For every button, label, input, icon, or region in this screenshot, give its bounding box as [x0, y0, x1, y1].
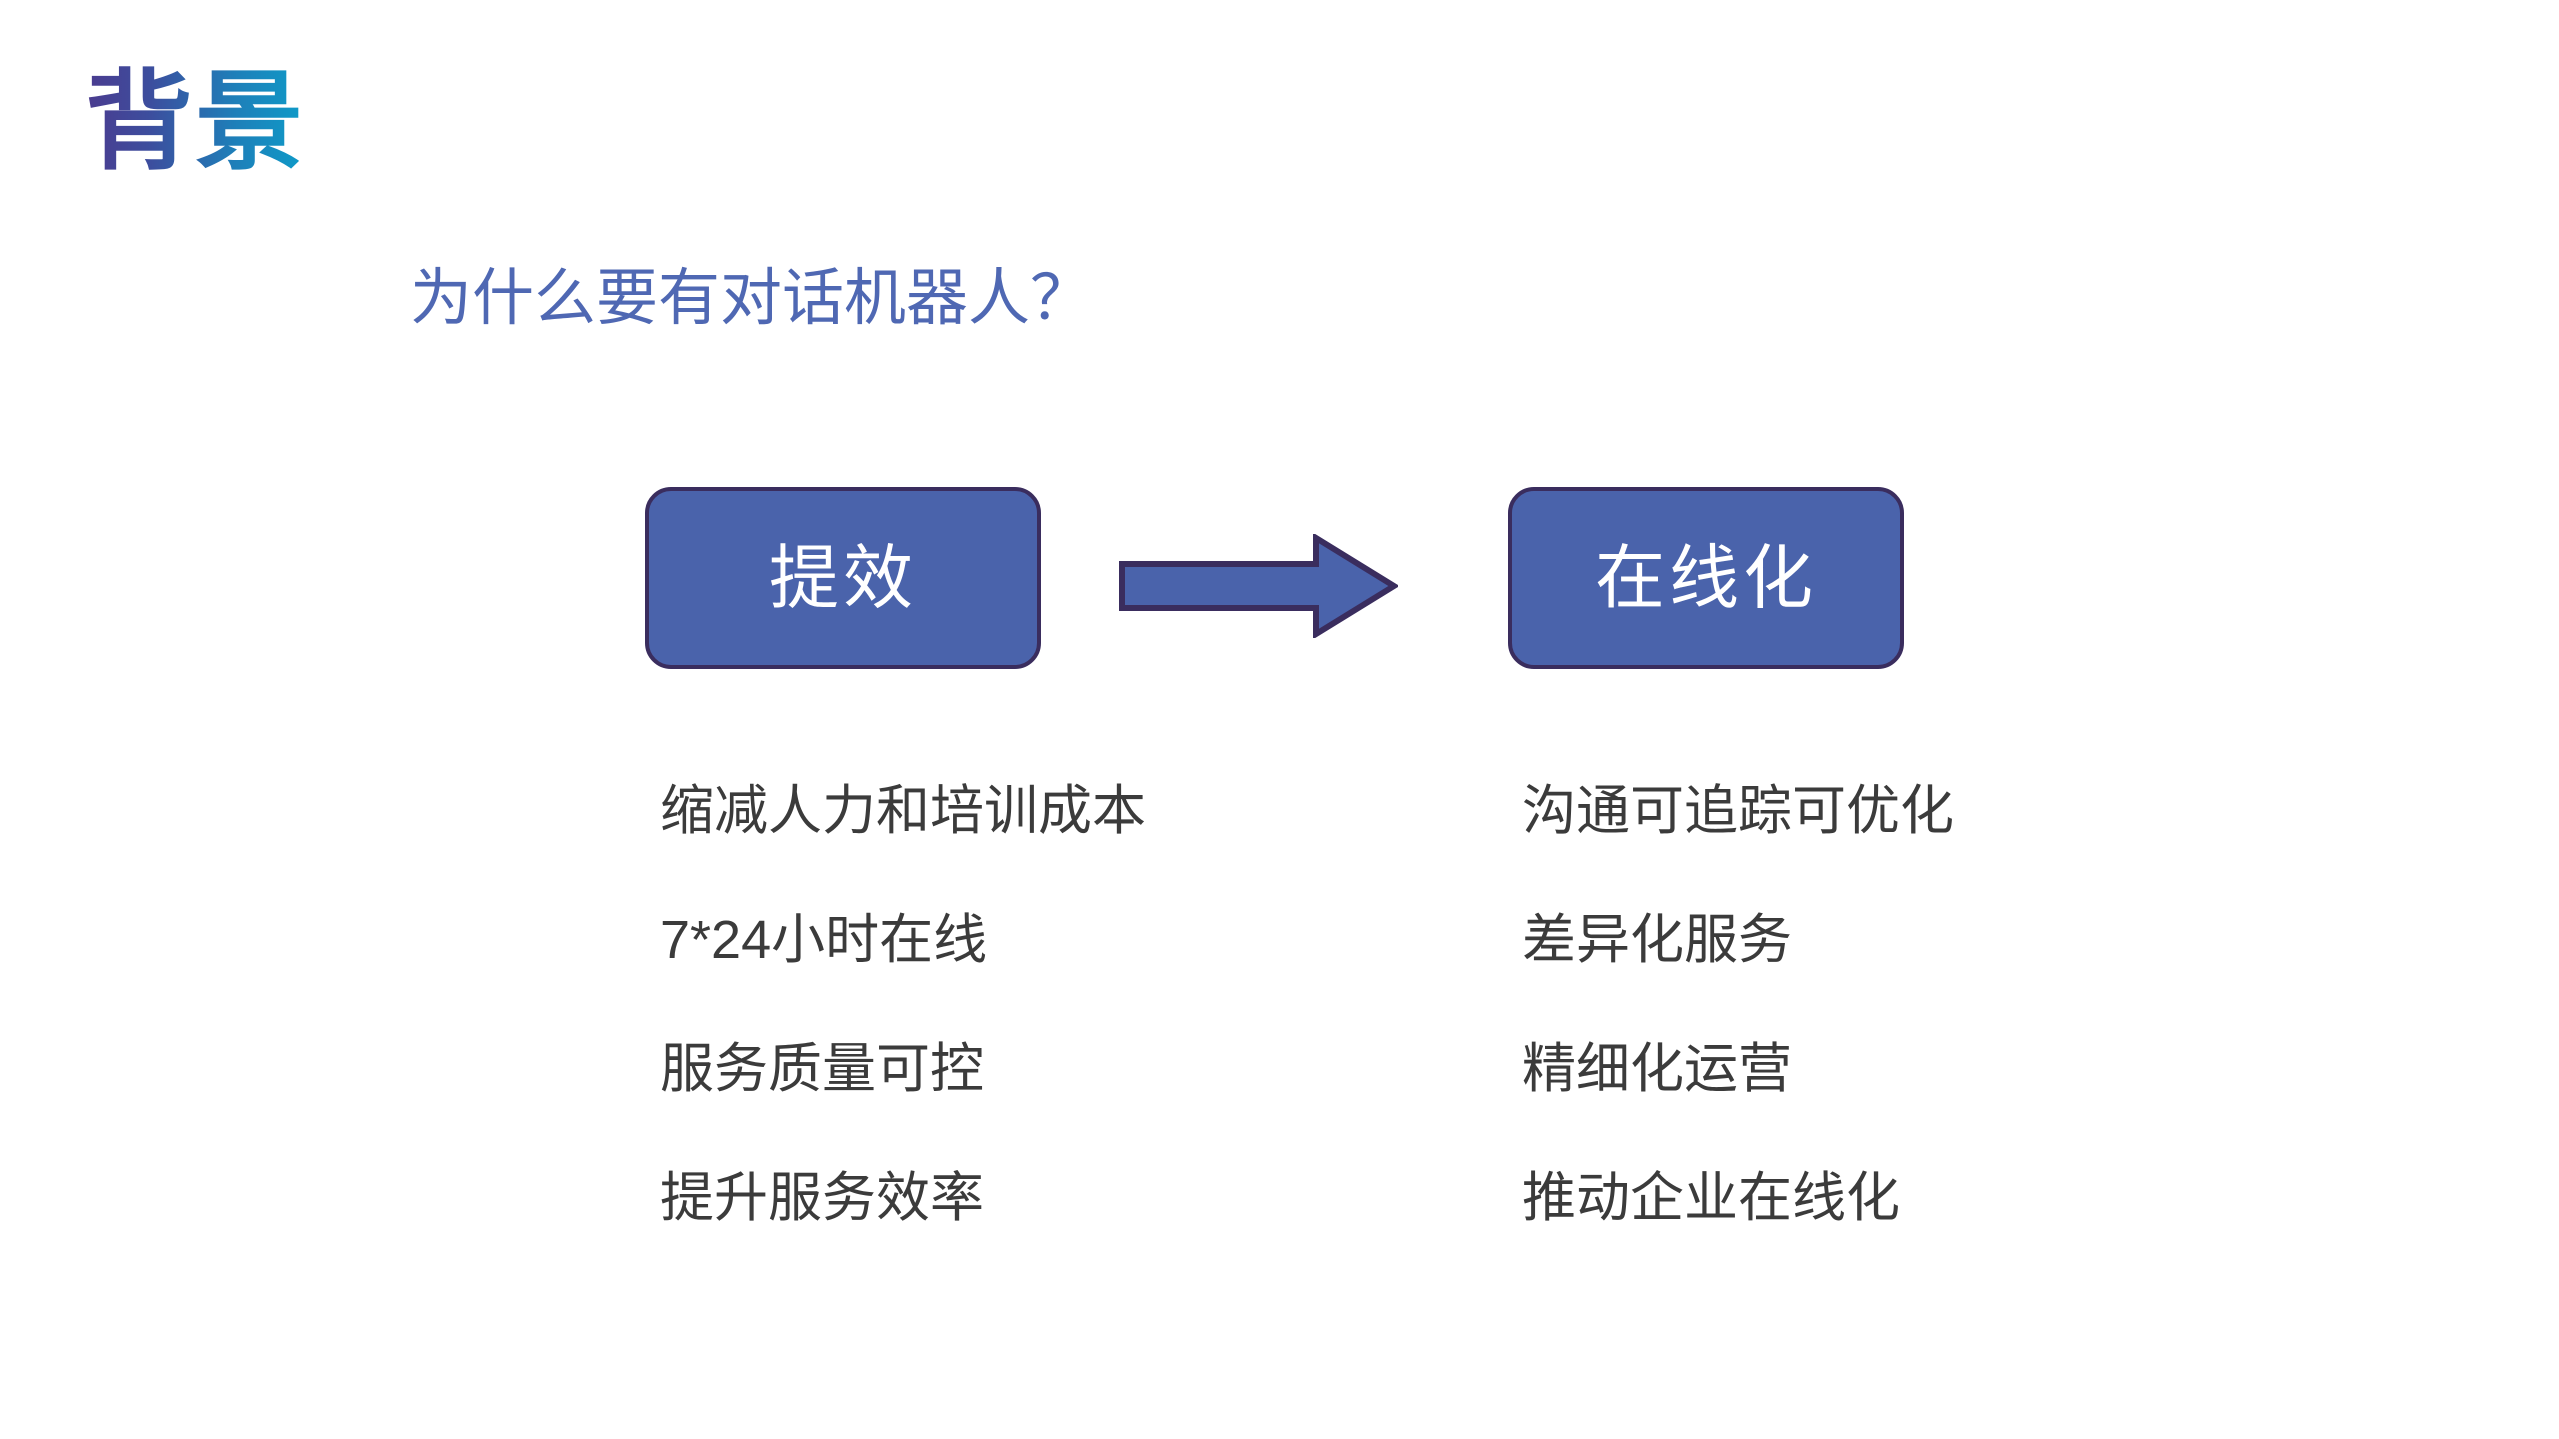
arrow-right-block-icon: [1119, 534, 1398, 638]
slide-subtitle: 为什么要有对话机器人？: [410, 264, 1093, 333]
flow-box-online-label: 在线化: [1595, 539, 1817, 617]
benefit-item: 缩减人力和培训成本: [660, 781, 1146, 841]
benefit-column-efficiency: 缩减人力和培训成本 7*24小时在线 服务质量可控 提升服务效率: [660, 784, 1146, 1225]
benefit-item: 提升服务效率: [660, 1168, 984, 1228]
benefit-item: 7*24小时在线: [660, 910, 988, 970]
benefit-item: 精细化运营: [1522, 1039, 1792, 1099]
benefit-item: 推动企业在线化: [1522, 1168, 1900, 1228]
benefit-item: 沟通可追踪可优化: [1522, 781, 1954, 841]
benefit-item: 服务质量可控: [660, 1039, 984, 1099]
benefit-item: 差异化服务: [1522, 910, 1792, 970]
page-title: 背景: [85, 61, 306, 182]
flow-box-efficiency-label: 提效: [769, 539, 917, 617]
flow-box-online: 在线化: [1508, 487, 1904, 669]
benefit-column-online: 沟通可追踪可优化 差异化服务 精细化运营 推动企业在线化: [1522, 784, 1954, 1225]
flow-box-efficiency: 提效: [645, 487, 1041, 669]
